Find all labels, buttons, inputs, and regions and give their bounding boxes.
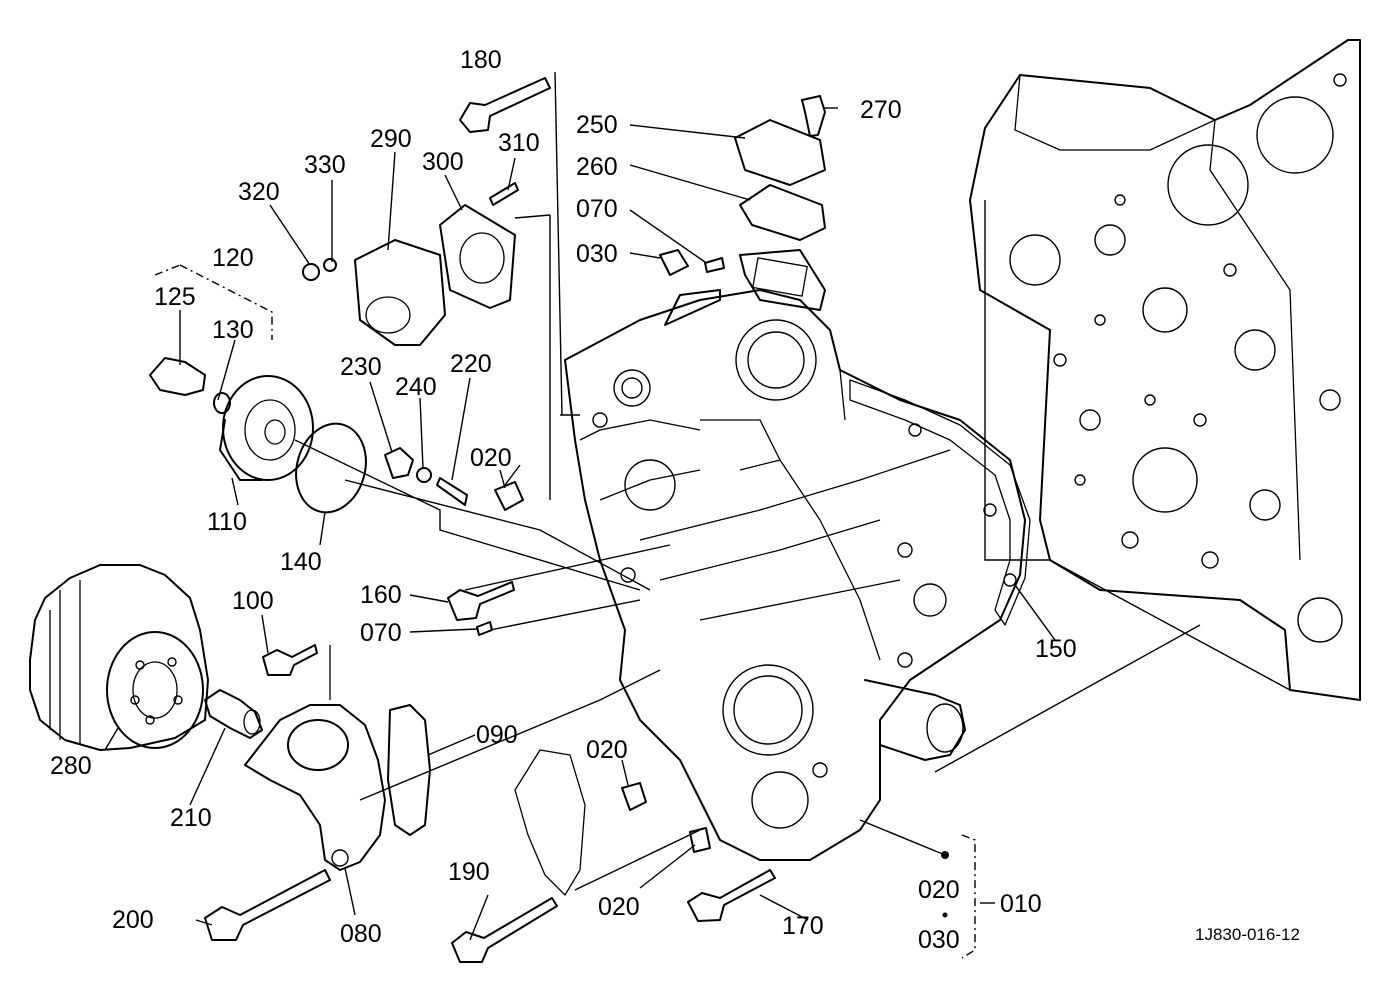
label-030-bottom: 030 — [918, 926, 960, 954]
label-200: 200 — [112, 906, 154, 934]
washer-330 — [323, 258, 337, 272]
reference-dot — [941, 851, 949, 859]
label-020-a: 020 — [470, 444, 512, 472]
pin-070a — [704, 257, 725, 273]
oil-filter — [29, 564, 209, 751]
label-100: 100 — [232, 587, 274, 615]
pin-070b — [476, 621, 493, 636]
spring-220 — [436, 477, 468, 506]
label-140: 140 — [280, 548, 322, 576]
diagram-code: 1J830-016-12 — [1195, 925, 1300, 944]
label-180: 180 — [460, 46, 502, 74]
label-260: 260 — [576, 153, 618, 181]
label-250: 250 — [576, 111, 618, 139]
plug-030 — [659, 249, 689, 276]
label-190: 190 — [448, 858, 490, 886]
label-020-b: 020 — [918, 876, 960, 904]
plug-020a — [494, 481, 524, 511]
ball-240 — [416, 467, 432, 483]
plug-020d — [689, 827, 711, 853]
label-070-top: 070 — [576, 195, 618, 223]
leader-lines — [104, 71, 1056, 941]
solenoid-housing — [354, 239, 446, 346]
label-280: 280 — [50, 752, 92, 780]
label-090: 090 — [476, 721, 518, 749]
bolt-200 — [204, 869, 331, 941]
pipe-250 — [734, 119, 826, 186]
spacer-230 — [384, 447, 414, 479]
o-ring-130 — [213, 392, 231, 414]
front-bracket — [514, 749, 586, 896]
engine-block — [969, 39, 1361, 701]
bolt-270 — [801, 95, 826, 137]
bolt-160 — [447, 581, 515, 621]
plug-125 — [149, 357, 206, 396]
bolt-190 — [451, 897, 558, 963]
label-110: 110 — [207, 508, 247, 536]
label-130: 130 — [212, 316, 254, 344]
label-320: 320 — [238, 178, 280, 206]
label-210: 210 — [170, 804, 212, 832]
label-080: 080 — [340, 920, 382, 948]
label-020-d: 020 — [598, 893, 640, 921]
gasket-260 — [739, 184, 826, 241]
label-020-c: 020 — [586, 736, 628, 764]
part-labels: 180 250 270 290 310 330 260 300 320 070 … — [50, 46, 1300, 954]
plug-020c — [621, 782, 647, 811]
label-070-mid: 070 — [360, 619, 402, 647]
pump-gasket — [387, 704, 431, 836]
bolt-180 — [459, 77, 551, 133]
nut-320 — [302, 263, 320, 281]
label-230: 230 — [340, 353, 382, 381]
label-220: 220 — [450, 350, 492, 378]
label-160: 160 — [360, 581, 402, 609]
oil-pump-housing — [244, 645, 386, 871]
assembly-lines — [154, 200, 1291, 959]
label-150: 150 — [1035, 635, 1077, 663]
relief-valve-cover — [219, 375, 314, 481]
range-dot — [942, 912, 948, 918]
bolt-170 — [687, 869, 776, 922]
label-240: 240 — [395, 373, 437, 401]
label-030-top: 030 — [576, 240, 618, 268]
housing-gasket — [439, 204, 516, 309]
stud-310 — [489, 182, 519, 206]
label-125: 125 — [154, 283, 196, 311]
o-ring — [295, 422, 367, 514]
label-010: 010 — [1000, 890, 1042, 918]
bolt-100 — [262, 644, 318, 676]
label-330: 330 — [304, 151, 346, 179]
label-290: 290 — [370, 125, 412, 153]
label-120: 120 — [212, 244, 254, 272]
label-310: 310 — [498, 129, 540, 157]
label-170: 170 — [782, 912, 824, 940]
filter-joint — [204, 689, 263, 739]
label-270: 270 — [860, 96, 902, 124]
label-300: 300 — [422, 148, 464, 176]
gear-case — [564, 249, 1026, 861]
housing-gasket-hole — [459, 232, 505, 284]
gear-case-gasket — [849, 379, 1031, 626]
